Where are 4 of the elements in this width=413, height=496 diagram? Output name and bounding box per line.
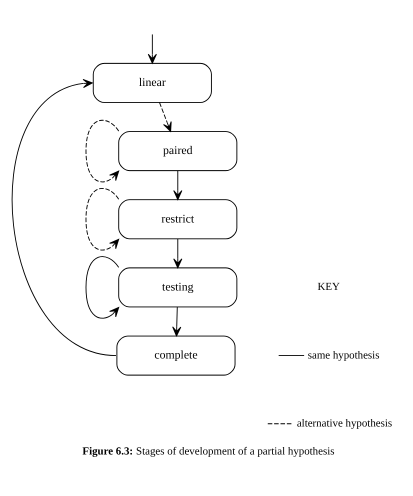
legend-label: same hypothesis [308, 349, 380, 362]
caption: Figure 6.3: Stages of development of a partial hypothesis [82, 446, 334, 458]
legend-label: alternative hypothesis [296, 418, 392, 430]
label: KEY [317, 281, 340, 294]
